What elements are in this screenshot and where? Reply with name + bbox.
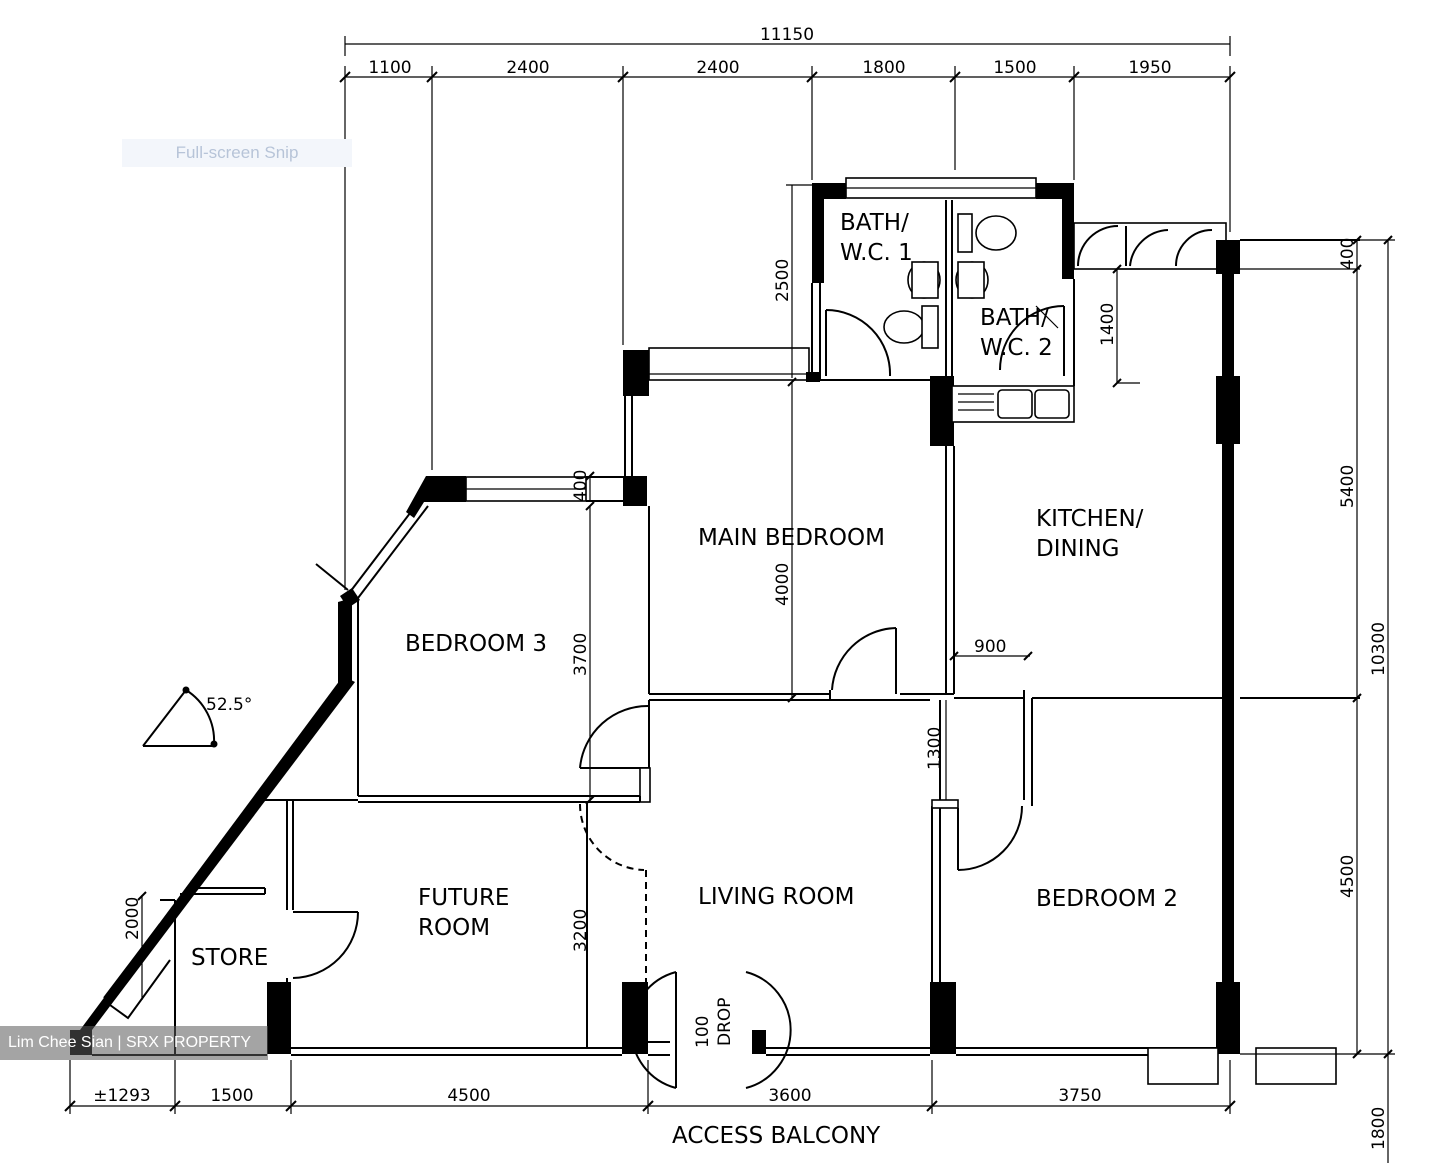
dim-right-10300: 10300 — [1369, 622, 1389, 676]
dim-int-900: 900 — [974, 637, 1006, 657]
label-bath2-line1: BATH/ — [980, 305, 1049, 331]
label-kitchen-line2: DINING — [1036, 536, 1120, 562]
label-living-room: LIVING ROOM — [698, 884, 855, 910]
top-dim-ticks — [339, 71, 1236, 83]
kitchen-sink — [958, 389, 1070, 419]
label-bath2-line2: W.C. 2 — [980, 335, 1053, 361]
dim-right-1400: 1400 — [1098, 303, 1118, 346]
dim-bottom-3: 4500 — [447, 1086, 490, 1106]
label-future-line1: FUTURE — [418, 885, 509, 911]
dim-top-4: 1800 — [862, 58, 905, 78]
dim-top-5: 1500 — [993, 58, 1036, 78]
dim-top-3: 2400 — [696, 58, 739, 78]
interior-dimensions: 2500 4000 3700 3200 900 1300 2000 400 — [123, 184, 1033, 1000]
label-store: STORE — [191, 945, 268, 971]
dim-int-2000: 2000 — [123, 897, 143, 940]
dim-int-3700: 3700 — [571, 633, 591, 676]
watermark-caption: Lim Chee Sian | SRX PROPERTY — [0, 1026, 268, 1060]
dim-int-3200: 3200 — [571, 909, 591, 952]
label-kitchen-line1: KITCHEN/ — [1036, 506, 1144, 532]
dim-top-6: 1950 — [1128, 58, 1171, 78]
dim-int-4000: 4000 — [773, 563, 793, 606]
dim-right-4500: 4500 — [1338, 855, 1358, 898]
dim-bottom-4: 3600 — [768, 1086, 811, 1106]
dim-bottom-2: 1500 — [210, 1086, 253, 1106]
exterior-walls — [70, 177, 1360, 1085]
bath-fixtures — [825, 213, 1065, 377]
dim-top-total: 11150 — [760, 25, 814, 45]
dim-int-400: 400 — [571, 470, 591, 502]
label-bedroom2: BEDROOM 2 — [1036, 886, 1178, 912]
dim-int-1300: 1300 — [925, 727, 945, 770]
dim-bottom-5: 3750 — [1058, 1086, 1101, 1106]
label-access-balcony: ACCESS BALCONY — [672, 1123, 881, 1149]
right-dimensions: 400 1400 5400 10300 4500 1800 — [1098, 235, 1395, 1163]
label-bath1-line2: W.C. 1 — [840, 240, 913, 266]
top-dimensions: 11150 1100 2400 2400 1800 1500 1950 — [339, 25, 1236, 590]
dim-top-1: 1100 — [368, 58, 411, 78]
dim-int-2500: 2500 — [773, 259, 793, 302]
label-drop-line2: DROP — [715, 997, 735, 1046]
dim-bottom-1: ±1293 — [93, 1086, 151, 1106]
dim-right-5400: 5400 — [1338, 465, 1358, 508]
dim-right-400: 400 — [1338, 238, 1358, 270]
angle-label: 52.5° — [206, 695, 252, 715]
angle-symbol: 52.5° — [142, 686, 252, 748]
label-bath1-line1: BATH/ — [840, 210, 909, 236]
label-future-line2: ROOM — [418, 915, 490, 941]
dim-top-2: 2400 — [506, 58, 549, 78]
bottom-dimensions: ±1293 1500 4500 3600 3750 — [64, 1060, 1236, 1114]
label-bedroom3: BEDROOM 3 — [405, 631, 547, 657]
dim-right-1800: 1800 — [1369, 1107, 1389, 1150]
full-screen-snip-button[interactable]: Full-screen Snip — [122, 139, 352, 167]
label-drop-line1: 100 — [693, 1016, 713, 1048]
